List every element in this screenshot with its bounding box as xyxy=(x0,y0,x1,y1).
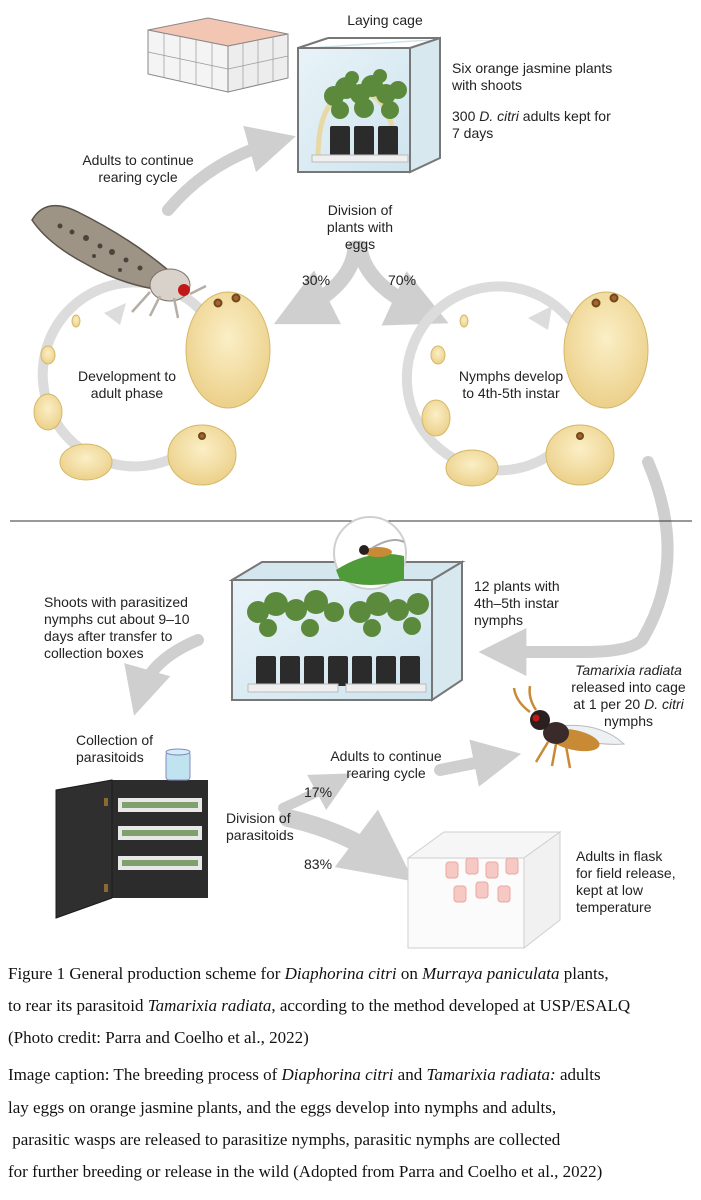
tamarixia-species: Tamarixia radiata xyxy=(575,662,682,678)
psyllid-adult-icon xyxy=(31,204,207,319)
division-plants-line-2: plants with xyxy=(326,219,394,235)
shoots-cut-label: Shoots with parasitized nymphs cut about… xyxy=(44,594,234,662)
rearing-cage-line-2: 4th–5th instar xyxy=(474,595,559,611)
collection-cabinet-illustration xyxy=(55,748,208,919)
shoots-cut-line-1: Shoots with parasitized xyxy=(44,594,188,610)
right-development-cycle xyxy=(401,281,580,476)
adults-count: 300 xyxy=(452,108,480,124)
shoots-cut-line-2: nymphs cut about 9–10 xyxy=(44,611,190,627)
figure-caption-line-2: to rear its parasitoid Tamarixia radiata… xyxy=(8,994,698,1019)
caption-line2-a: to rear its parasitoid xyxy=(8,996,148,1015)
collection-line-2: parasitoids xyxy=(76,749,144,765)
division-parasitoids-line-1: Division of xyxy=(226,810,291,826)
split-30-percent: 30% xyxy=(302,272,331,288)
division-plants-line-1: Division of xyxy=(327,202,393,218)
nymphs-develop-line-1: Nymphs develop xyxy=(458,368,564,384)
tamarixia-release-line-3a: at 1 per 20 xyxy=(573,696,645,712)
flask-line-1: Adults in flask xyxy=(576,848,663,864)
collection-line-1: Collection of xyxy=(76,732,154,748)
laying-cage-label: Laying cage xyxy=(347,12,423,28)
adults-continue-bottom-line-2: rearing cycle xyxy=(346,765,426,781)
collection-label: Collection of parasitoids xyxy=(76,732,196,766)
laying-cage-plants-text: Six orange jasmine plants with shoots xyxy=(452,60,692,94)
development-label: Development to adult phase xyxy=(62,368,192,402)
caption-fig-b: Diaphorina citri xyxy=(284,964,397,983)
adults-species: D. citri xyxy=(479,108,519,124)
adults-continue-top-line-1: Adults to continue xyxy=(82,152,194,168)
plants-line-1: Six orange jasmine plants xyxy=(452,60,613,76)
nymph-eyes xyxy=(198,293,619,440)
adults-continue-top-label: Adults to continue rearing cycle xyxy=(68,152,208,186)
caption-img-a: Image caption: The breeding process of xyxy=(8,1065,282,1084)
caption-fig-e: plants, xyxy=(559,964,609,983)
laying-cage-adults-text: 300 D. citri adults kept for 7 days xyxy=(452,108,692,142)
tamarixia-release-line-4: nymphs xyxy=(603,713,654,729)
image-caption-line-4: for further breeding or release in the w… xyxy=(8,1162,603,1181)
nymph-group-right xyxy=(421,291,649,487)
division-parasitoids-line-2: parasitoids xyxy=(226,827,294,843)
caption-fig-c: on xyxy=(396,964,423,983)
division-plants-line-3: eggs xyxy=(344,236,376,252)
caption-fig-d: Murraya paniculata xyxy=(422,964,560,983)
tamarixia-release-label: Tamarixia radiata released into cage at … xyxy=(556,662,701,730)
nymphs-develop-line-2: to 4th-5th instar xyxy=(462,385,560,401)
split-83-percent: 83% xyxy=(304,856,333,872)
adults-continue-bottom-line-1: Adults to continue xyxy=(330,748,442,764)
caption-line2-b: Tamarixia radiata xyxy=(147,996,272,1015)
flask-line-4: temperature xyxy=(576,899,652,915)
adults-rest: adults kept for xyxy=(518,108,611,124)
flask-line-2: for field release, xyxy=(576,865,676,881)
figure-caption-line-1: Figure 1 General production scheme for D… xyxy=(8,962,698,987)
caption-fig-a: Figure 1 General production scheme for xyxy=(8,964,285,983)
caption-img-e: adults xyxy=(555,1065,601,1084)
rearing-cage-label: 12 plants with 4th–5th instar nymphs xyxy=(474,578,614,629)
division-parasitoids-label: Division of parasitoids xyxy=(226,810,326,844)
nymphs-develop-label: Nymphs develop to 4th-5th instar xyxy=(446,368,576,402)
development-line-2: adult phase xyxy=(90,385,164,401)
plants-line-2: with shoots xyxy=(452,77,523,93)
rearing-cage-line-3: nymphs xyxy=(474,612,524,628)
caption-line2-c: , according to the method developed at U… xyxy=(271,996,631,1015)
production-scheme-diagram xyxy=(10,17,692,950)
nymph-group-left xyxy=(33,291,271,486)
caption-img-b: Diaphorina citri xyxy=(281,1065,394,1084)
shoots-cut-line-3: days after transfer to xyxy=(44,628,173,644)
tamarixia-wasp-icon xyxy=(512,685,626,769)
rearing-cage-illustration xyxy=(228,560,466,702)
development-line-1: Development to xyxy=(77,368,177,384)
image-caption-line-3: parasitic wasps are released to parasiti… xyxy=(8,1130,561,1149)
adults-days: 7 days xyxy=(452,125,494,141)
caption-img-d: Tamarixia radiata: xyxy=(426,1065,556,1084)
division-plants-label: Division of plants with eggs xyxy=(305,202,415,253)
split-17-percent: 17% xyxy=(304,784,333,800)
parasitoid-magnifier-icon xyxy=(333,516,407,590)
flask-line-3: kept at low xyxy=(576,882,643,898)
adults-continue-top-line-2: rearing cycle xyxy=(98,169,178,185)
release-flask-box-illustration xyxy=(406,831,562,950)
image-caption-line-2: lay eggs on orange jasmine plants, and t… xyxy=(8,1098,557,1117)
flow-arrows xyxy=(124,125,674,882)
shoots-cut-line-4: collection boxes xyxy=(44,645,144,661)
split-70-percent: 70% xyxy=(388,272,417,288)
tamarixia-release-line-3b: D. citri xyxy=(644,696,684,712)
flask-label: Adults in flask for field release, kept … xyxy=(576,848,701,916)
caption-img-c: and xyxy=(393,1065,427,1084)
greenhouse-illustration xyxy=(147,17,289,93)
rearing-cage-line-1: 12 plants with xyxy=(474,578,560,594)
laying-cage-illustration xyxy=(297,36,441,174)
image-caption-line-1: Image caption: The breeding process of D… xyxy=(8,1063,698,1088)
tamarixia-release-line-2: released into cage xyxy=(571,679,686,695)
figure-caption-line-3: (Photo credit: Parra and Coelho et al., … xyxy=(8,1028,309,1047)
adults-continue-bottom-label: Adults to continue rearing cycle xyxy=(316,748,456,782)
